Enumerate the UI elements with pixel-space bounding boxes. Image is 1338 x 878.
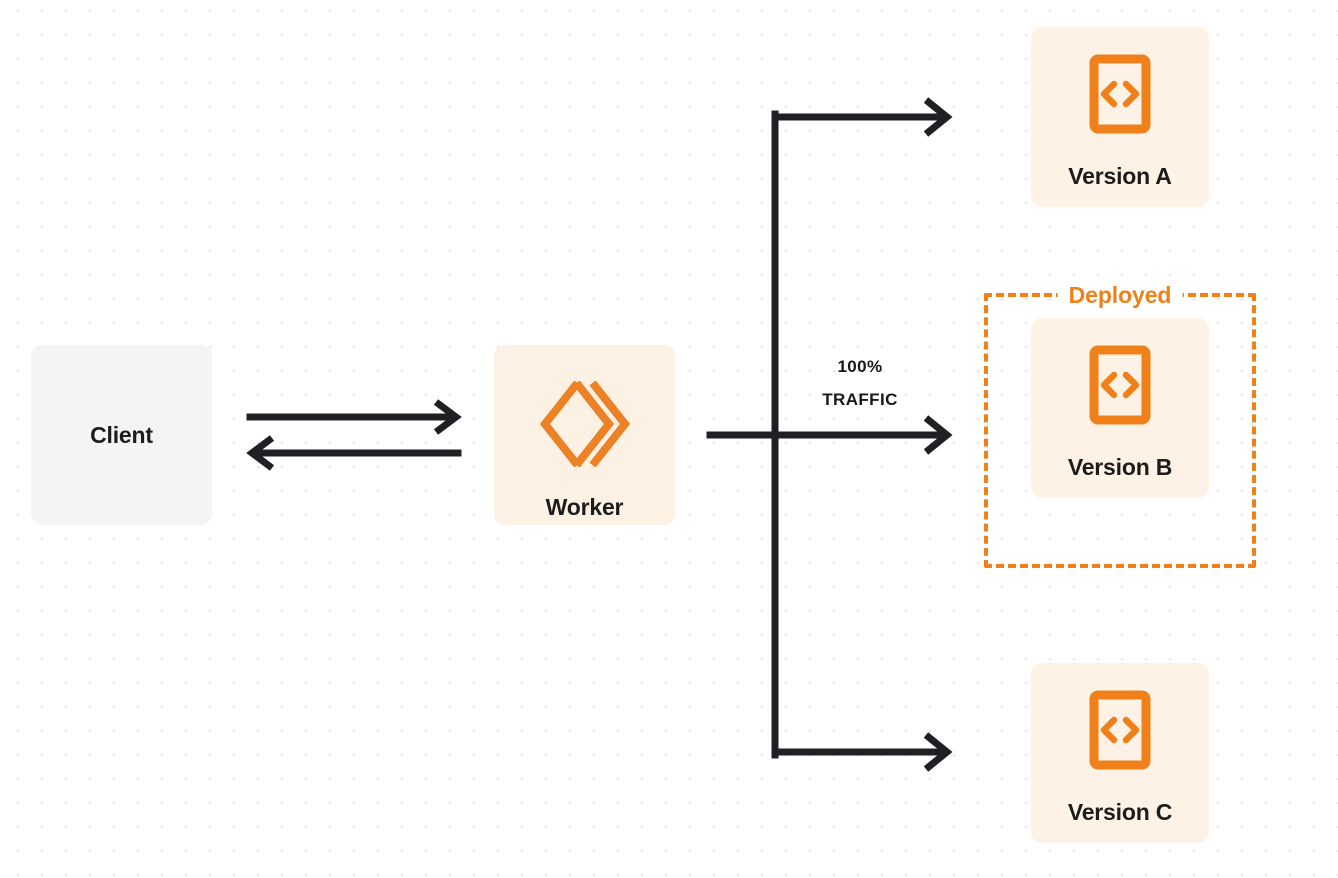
edge-worker-to-version-b <box>706 415 953 455</box>
edge-trunk-to-version-a <box>771 97 953 137</box>
node-version-a[interactable]: Version A <box>1031 27 1209 207</box>
node-version-b[interactable]: Version B <box>1031 318 1209 498</box>
code-document-icon <box>1089 690 1151 775</box>
node-version-c-label: Version C <box>1067 799 1173 825</box>
node-version-c[interactable]: Version C <box>1031 663 1209 843</box>
edge-label-traffic: 100% TRAFFIC <box>790 350 930 416</box>
node-worker-label: Worker <box>545 494 624 520</box>
traffic-percent: 100% <box>837 357 883 376</box>
node-client[interactable]: Client <box>31 345 212 525</box>
code-document-icon <box>1089 54 1151 139</box>
edge-client-to-worker <box>246 399 462 435</box>
group-deployed-label: Deployed <box>1057 281 1183 309</box>
traffic-unit: TRAFFIC <box>822 390 898 409</box>
code-document-icon <box>1089 345 1151 430</box>
node-worker[interactable]: Worker <box>494 345 675 525</box>
node-client-label: Client <box>90 421 153 448</box>
cloudflare-workers-logo-icon <box>539 380 631 472</box>
node-version-b-label: Version B <box>1067 454 1173 480</box>
group-deployed: Deployed <box>984 281 1256 568</box>
edge-trunk-to-version-c <box>771 732 953 772</box>
edge-worker-to-client <box>246 435 462 471</box>
node-version-a-label: Version A <box>1068 163 1172 189</box>
